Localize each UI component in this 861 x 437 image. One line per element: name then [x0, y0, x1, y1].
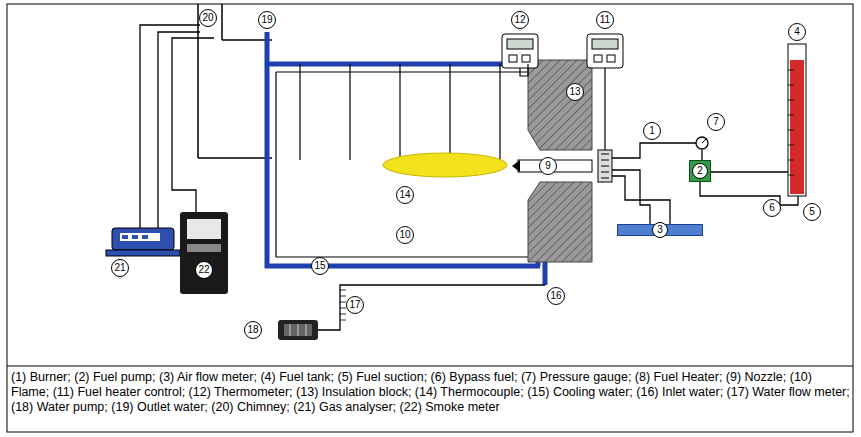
fuel-tank	[788, 44, 806, 196]
callout-number: 5	[803, 203, 821, 221]
callout-number: 14	[396, 186, 414, 204]
callout-number: 18	[244, 321, 262, 339]
callout-number: 10	[396, 226, 414, 244]
insulation-block	[528, 182, 592, 262]
callout-number: 22	[195, 261, 213, 279]
caption: (1) Burner; (2) Fuel pump; (3) Air flow …	[11, 370, 853, 415]
callout-number: 1	[643, 122, 661, 140]
probe-lines	[140, 25, 214, 228]
heater-control	[587, 34, 623, 150]
callout-number: 21	[111, 259, 129, 277]
callout-number: 2	[692, 163, 708, 179]
thermocouples	[300, 64, 500, 160]
fuel-pump: 2	[689, 160, 711, 182]
fuel-heater	[598, 150, 612, 182]
chamber-wall	[276, 72, 528, 257]
caption-rule	[7, 366, 853, 367]
pressure-gauge	[696, 137, 708, 149]
heater-coil	[601, 154, 609, 178]
thermometer	[502, 34, 538, 76]
callout-number: 13	[566, 83, 584, 101]
callout-number: 7	[707, 113, 725, 131]
callout-number: 11	[596, 11, 614, 29]
callout-number: 19	[258, 11, 276, 29]
smoke-meter	[180, 212, 228, 294]
callout-number: 15	[311, 257, 329, 275]
water-pump	[278, 320, 318, 340]
frame	[7, 4, 853, 432]
gauge-needle	[702, 139, 706, 143]
cooling-jacket	[265, 32, 545, 285]
nozzle-tip	[512, 160, 520, 172]
callout-number: 12	[511, 11, 529, 29]
callout-number: 6	[763, 199, 781, 217]
callout-number: 17	[346, 296, 364, 314]
callout-number: 16	[547, 287, 565, 305]
callout-number: 20	[199, 9, 217, 27]
insulation-block	[528, 60, 592, 150]
fuel-lines	[612, 143, 798, 224]
inlet-pipe	[318, 285, 545, 330]
gas-analyser	[106, 228, 180, 256]
flame	[383, 153, 507, 177]
air-flow-meter: 3	[617, 224, 703, 236]
callout-number: 4	[788, 23, 806, 41]
callout-number: 3	[652, 222, 668, 238]
callout-number: 9	[539, 157, 557, 175]
